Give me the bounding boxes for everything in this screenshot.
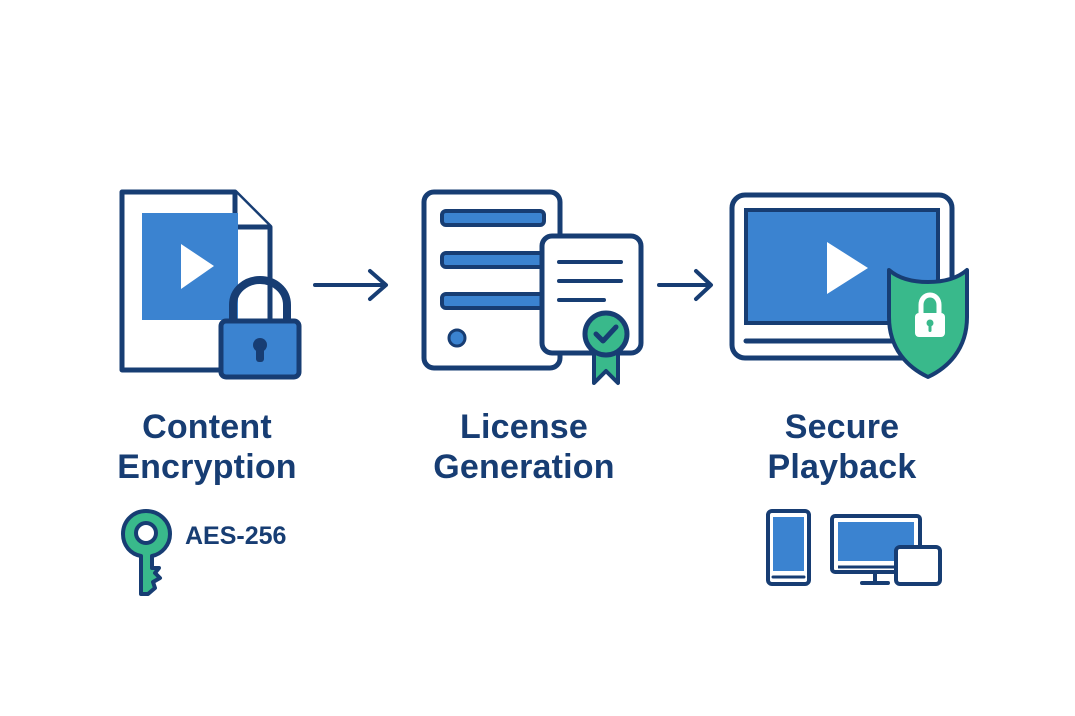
playback-devices-group [764,507,948,589]
phone-icon [766,509,811,586]
content-encryption-label: Content Encryption [117,408,297,486]
secure-playback-label: Secure Playback [767,408,917,486]
arrow-right-icon [312,268,392,302]
license-generation-label: License Generation [433,408,615,486]
tablet-icon [894,545,942,586]
protected-video-player-icon [724,186,976,386]
encrypted-video-file-icon [104,182,302,388]
arrow-right-icon [656,268,716,302]
aes-256-label: AES-256 [185,522,287,550]
key-icon [121,508,173,600]
server-license-certificate-icon [414,184,654,389]
